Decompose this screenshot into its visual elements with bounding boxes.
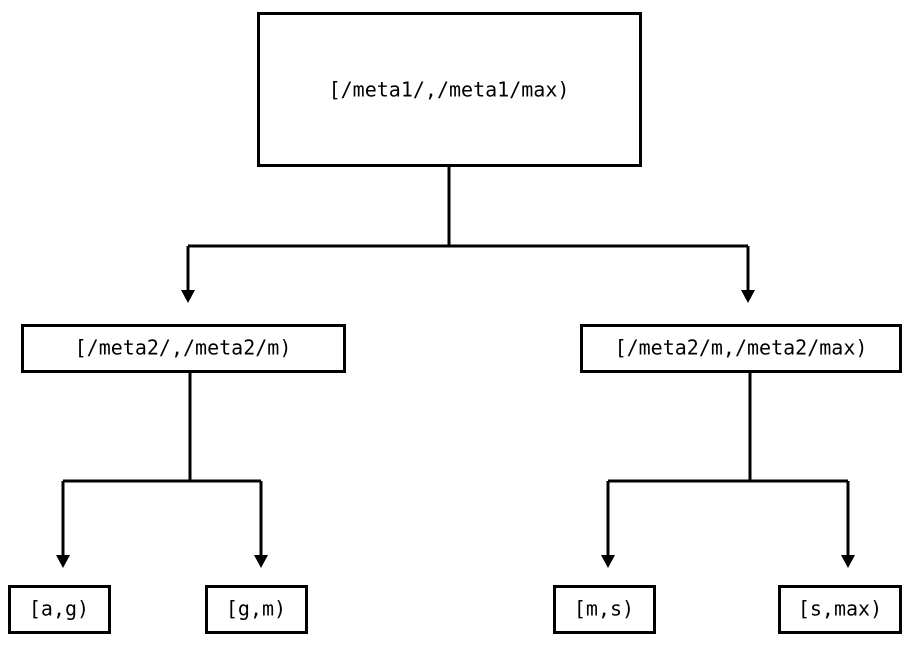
arrowhead-mid-right-to-leaf4 (841, 555, 855, 568)
node-root-label: [/meta1/,/meta1/max) (329, 78, 570, 102)
node-leaf-2-label: [g,m) (226, 597, 286, 621)
node-leaf-2[interactable]: [g,m) (205, 585, 308, 634)
node-leaf-3[interactable]: [m,s) (553, 585, 656, 634)
arrowhead-root-to-mid-right (741, 290, 755, 303)
node-leaf-3-label: [m,s) (574, 597, 634, 621)
node-leaf-4[interactable]: [s,max) (778, 585, 902, 634)
arrowhead-root-to-mid-left (181, 290, 195, 303)
node-leaf-1-label: [a,g) (29, 597, 89, 621)
node-mid-left-box (21, 324, 346, 373)
node-mid-right-box (580, 324, 902, 373)
node-mid-right[interactable]: [/meta2/m,/meta2/max) (580, 324, 902, 373)
node-mid-left[interactable]: [/meta2/,/meta2/m) (21, 324, 346, 373)
node-mid-right-label: [/meta2/m,/meta2/max) (615, 336, 868, 360)
edge-group-mid-right (601, 373, 855, 568)
node-leaf-4-label: [s,max) (798, 597, 882, 621)
node-root-box (257, 12, 642, 167)
node-root[interactable]: [/meta1/,/meta1/max) (257, 12, 642, 167)
arrowhead-mid-right-to-leaf3 (601, 555, 615, 568)
arrowhead-mid-left-to-leaf2 (254, 555, 268, 568)
node-leaf-3-box (553, 585, 656, 634)
edge-group-root (181, 167, 755, 303)
node-leaf-2-box (205, 585, 308, 634)
edge-group-mid-left (56, 373, 268, 568)
arrowhead-mid-left-to-leaf1 (56, 555, 70, 568)
node-leaf-1[interactable]: [a,g) (8, 585, 111, 634)
node-leaf-4-box (778, 585, 902, 634)
node-leaf-1-box (8, 585, 111, 634)
node-mid-left-label: [/meta2/,/meta2/m) (75, 336, 292, 360)
